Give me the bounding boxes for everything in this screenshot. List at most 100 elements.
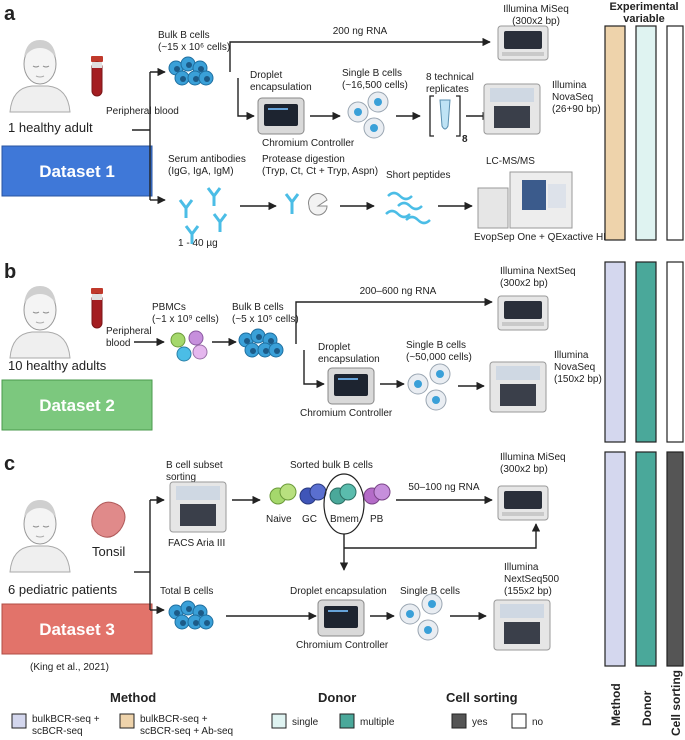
person-icon <box>9 499 71 573</box>
controller-label: Chromium Controller <box>296 640 389 651</box>
panel-a-letter: a <box>4 3 16 25</box>
single-cell-icon <box>407 373 429 395</box>
person-icon <box>9 39 71 113</box>
bulk-cluster-icon <box>239 329 283 357</box>
single-cell-icon <box>429 363 451 385</box>
experimental-header-l2: variable <box>623 13 665 25</box>
seq2-name: Illumina <box>504 562 539 573</box>
single-count: (~50,000 cells) <box>406 352 472 363</box>
column-label-method: Method <box>609 683 623 726</box>
legend-swatch-single <box>271 713 287 729</box>
single-label: Single B cells <box>342 68 402 79</box>
single-cell-icon <box>367 91 389 113</box>
dataset-3-title: Dataset 3 <box>39 620 115 639</box>
antibody-icon <box>178 187 228 244</box>
gc-cells-icon <box>299 483 327 505</box>
subject-label: 10 healthy adults <box>8 358 107 373</box>
panel-b-letter: b <box>4 261 16 283</box>
seq2-spec: (150x2 bp) <box>554 374 602 385</box>
bar-donor-3 <box>635 451 657 667</box>
lcms-label: LC-MS/MS <box>486 156 535 167</box>
bar-sorting-3 <box>666 451 684 667</box>
serum-l2: (IgG, IgA, IgM) <box>168 166 234 177</box>
bulk-cluster-icon <box>169 57 213 85</box>
seq2-name: Illumina <box>552 80 587 91</box>
ms-instrument-label: EvopSep One + QExactive HF <box>474 232 609 243</box>
seq2-spec: (155x2 bp) <box>504 586 552 597</box>
legend-donor-title: Donor <box>318 690 356 705</box>
droplet-label: Droplet <box>318 342 350 353</box>
dataset-3-box <box>1 603 153 655</box>
pbmc-label: PBMCs <box>152 302 186 313</box>
protease-l2: (Tryp, Ct, Ct + Tryp, Aspn) <box>262 166 378 177</box>
subset-l2: sorting <box>166 472 196 483</box>
encap-label: encapsulation <box>318 354 380 365</box>
legend-sorting-title: Cell sorting <box>446 690 518 705</box>
single-label: Single B cells <box>400 586 460 597</box>
bmem-cells-icon <box>329 483 357 505</box>
chromium-icon <box>327 367 375 405</box>
bar-donor-1 <box>635 25 657 241</box>
person-icon <box>9 285 71 359</box>
legend-method-item1-l2: scBCR-seq <box>32 726 83 737</box>
single-count: (~16,500 cells) <box>342 80 408 91</box>
legend-donor-item2: multiple <box>360 717 395 728</box>
subset-l1: B cell subset <box>166 460 223 471</box>
bar-method-1 <box>604 25 626 241</box>
seq1-spec: (300x2 bp) <box>512 16 560 27</box>
single-cell-icon <box>425 389 447 411</box>
single-cell-icon <box>399 603 421 625</box>
legend-swatch-multiple <box>339 713 355 729</box>
tissue-label: Peripheral blood <box>106 106 179 117</box>
sequencer-2-icon <box>493 599 551 651</box>
tissue-label: Tonsil <box>92 544 125 559</box>
peptide-icon <box>385 191 431 225</box>
tube-icon <box>439 99 451 130</box>
bar-sorting-2 <box>666 261 684 443</box>
sorted-label: Sorted bulk B cells <box>290 460 373 471</box>
legend-swatch-no <box>511 713 527 729</box>
protease-icon <box>308 193 328 216</box>
peptides-label: Short peptides <box>386 170 451 181</box>
sequencer-1-icon <box>497 295 549 331</box>
seq1-name: Illumina NextSeq <box>500 266 576 277</box>
bar-sorting-1 <box>666 25 684 241</box>
seq2-spec: (26+90 bp) <box>552 104 601 115</box>
tissue-l1: Peripheral <box>106 326 152 337</box>
controller-label: Chromium Controller <box>300 408 393 419</box>
droplet-label: Droplet <box>250 70 282 81</box>
tonsil-icon <box>91 501 126 538</box>
seq1-spec: (300x2 bp) <box>500 278 548 289</box>
seq2-name: Illumina <box>554 350 589 361</box>
bar-method-2 <box>604 261 626 443</box>
facs-icon <box>169 481 227 533</box>
dataset-2-title: Dataset 2 <box>39 396 115 415</box>
amount-label: 1 - 40 µg <box>178 238 218 249</box>
legend-method-item2-l2: scBCR-seq + Ab-seq <box>140 726 233 737</box>
seq2-name2: NovaSeq <box>554 362 595 373</box>
dataset-1-box <box>1 145 153 197</box>
naive-label: Naive <box>266 514 292 525</box>
seq1-name: Illumina MiSeq <box>500 452 566 463</box>
serum-l1: Serum antibodies <box>168 154 246 165</box>
bulk-label: Bulk B cells <box>158 30 210 41</box>
rna-label: 200 ng RNA <box>333 26 388 37</box>
encap-label: encapsulation <box>250 82 312 93</box>
seq2-name2: NextSeq500 <box>504 574 559 585</box>
legend-sorting-item1: yes <box>472 717 488 728</box>
dataset-1-title: Dataset 1 <box>39 162 115 181</box>
replicate-count: 8 <box>462 134 468 145</box>
protease-l1: Protease digestion <box>262 154 345 165</box>
subject-label: 6 pediatric patients <box>8 582 118 597</box>
single-cell-icon <box>417 619 439 641</box>
bulk-label: Bulk B cells <box>232 302 284 313</box>
facs-label: FACS Aria III <box>168 538 225 549</box>
seq1-name: Illumina MiSeq <box>503 4 569 15</box>
rna-label: 50–100 ng RNA <box>408 482 479 493</box>
blood-tube-icon <box>90 287 104 329</box>
sequencer-2-icon <box>483 83 541 135</box>
pb-label: PB <box>370 514 384 525</box>
bar-method-3 <box>604 451 626 667</box>
replicates-l2: replicates <box>426 84 469 95</box>
